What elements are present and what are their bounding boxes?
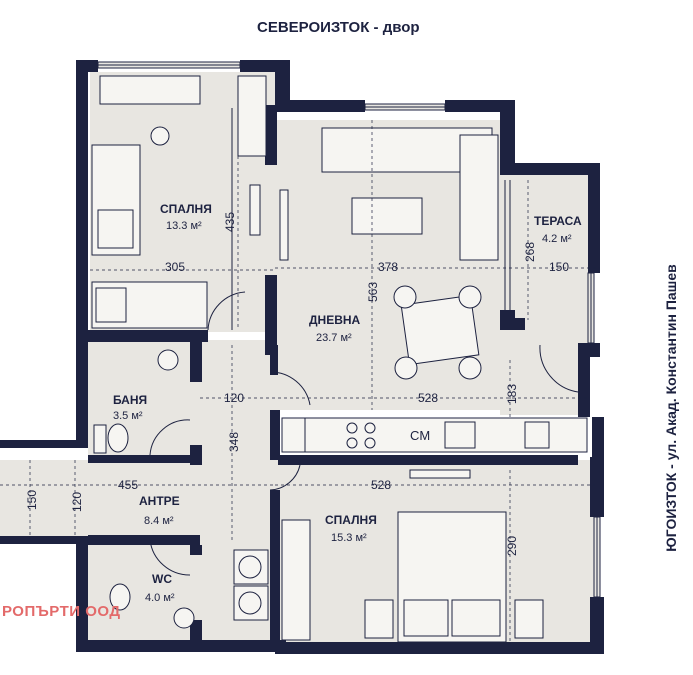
orientation-top: СЕВЕРОИЗТОК - двор — [257, 19, 420, 36]
dim-183: 183 — [505, 384, 519, 404]
room-name-hall: АНТРЕ — [139, 494, 180, 508]
furniture — [91, 75, 588, 643]
room-name-bath: БАНЯ — [113, 393, 147, 407]
room-area-bath: 3.5 м² — [113, 410, 143, 422]
room-area-living: 23.7 м² — [316, 332, 352, 344]
dim-528-kitchen: 528 — [418, 391, 438, 405]
room-name-living: ДНЕВНА — [309, 313, 361, 327]
dim-305: 305 — [165, 260, 185, 274]
room-area-wc: 4.0 м² — [145, 592, 175, 604]
orientation-right: ЮГОИЗТОК - ул. Акад. Константин Пашев — [663, 264, 679, 552]
room-area-bedroom1: 13.3 м² — [166, 220, 202, 232]
watermark: РОПЪРТИ ООД — [2, 603, 121, 620]
dim-120-entry: 120 — [70, 492, 84, 512]
washer-label: CM — [410, 428, 430, 443]
dim-378: 378 — [378, 260, 398, 274]
room-area-terrace: 4.2 м² — [542, 233, 572, 245]
dim-268: 268 — [523, 242, 537, 262]
dim-348: 348 — [227, 432, 241, 452]
dimension-lines — [0, 108, 600, 642]
dim-290: 290 — [505, 536, 519, 556]
dim-563: 563 — [366, 282, 380, 302]
room-name-terrace: ТЕРАСА — [534, 214, 582, 228]
dim-150-terrace: 150 — [549, 260, 569, 274]
room-name-wc: WC — [152, 572, 172, 586]
room-area-hall: 8.4 м² — [144, 515, 174, 527]
windows — [98, 64, 598, 597]
dim-120-bath: 120 — [224, 391, 244, 405]
dim-528-bedroom: 528 — [371, 478, 391, 492]
room-name-bedroom2: СПАЛНЯ — [325, 513, 377, 527]
dim-435: 435 — [223, 212, 237, 232]
doors — [149, 291, 579, 576]
room-name-bedroom1: СПАЛНЯ — [160, 202, 212, 216]
room-area-bedroom2: 15.3 м² — [331, 532, 367, 544]
dim-150-entry: 150 — [25, 490, 39, 510]
dim-455: 455 — [118, 478, 138, 492]
